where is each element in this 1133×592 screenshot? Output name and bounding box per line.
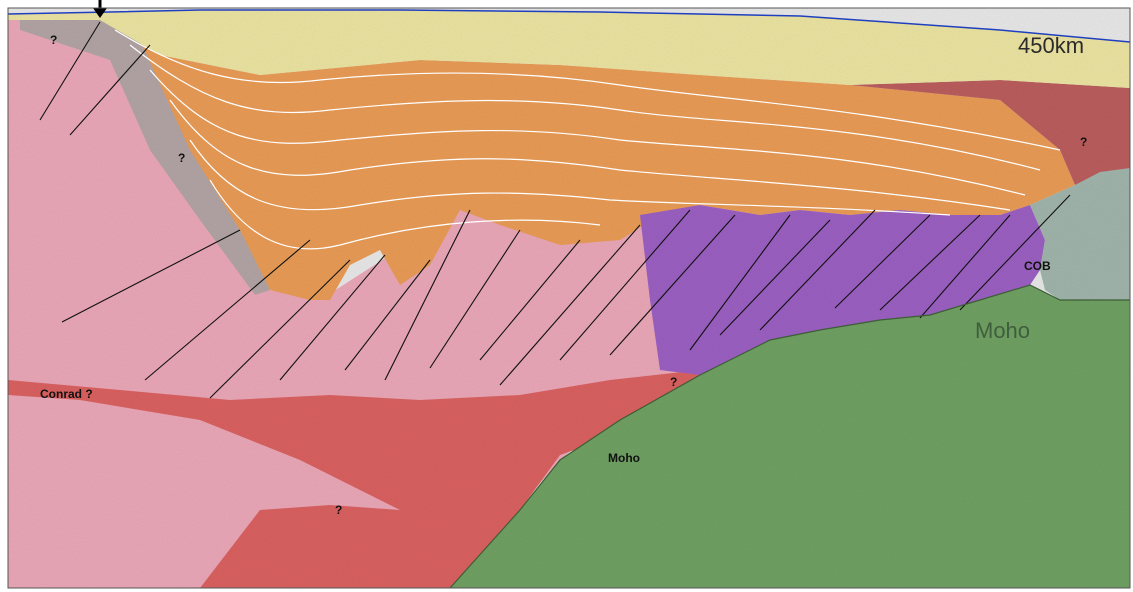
question-mark-mid-left: ? bbox=[178, 151, 185, 165]
moho-label-lower: Moho bbox=[608, 451, 640, 465]
question-mark-top-left: ? bbox=[50, 33, 57, 47]
scale-label: 450km bbox=[1018, 33, 1084, 58]
cob-label: COB bbox=[1024, 259, 1051, 273]
question-mark-bottom: ? bbox=[335, 503, 342, 517]
question-mark-right: ? bbox=[1080, 135, 1087, 149]
question-mark-moho: ? bbox=[670, 375, 677, 389]
conrad-label: Conrad ? bbox=[40, 387, 93, 401]
moho-label-upper: Moho bbox=[975, 318, 1030, 343]
